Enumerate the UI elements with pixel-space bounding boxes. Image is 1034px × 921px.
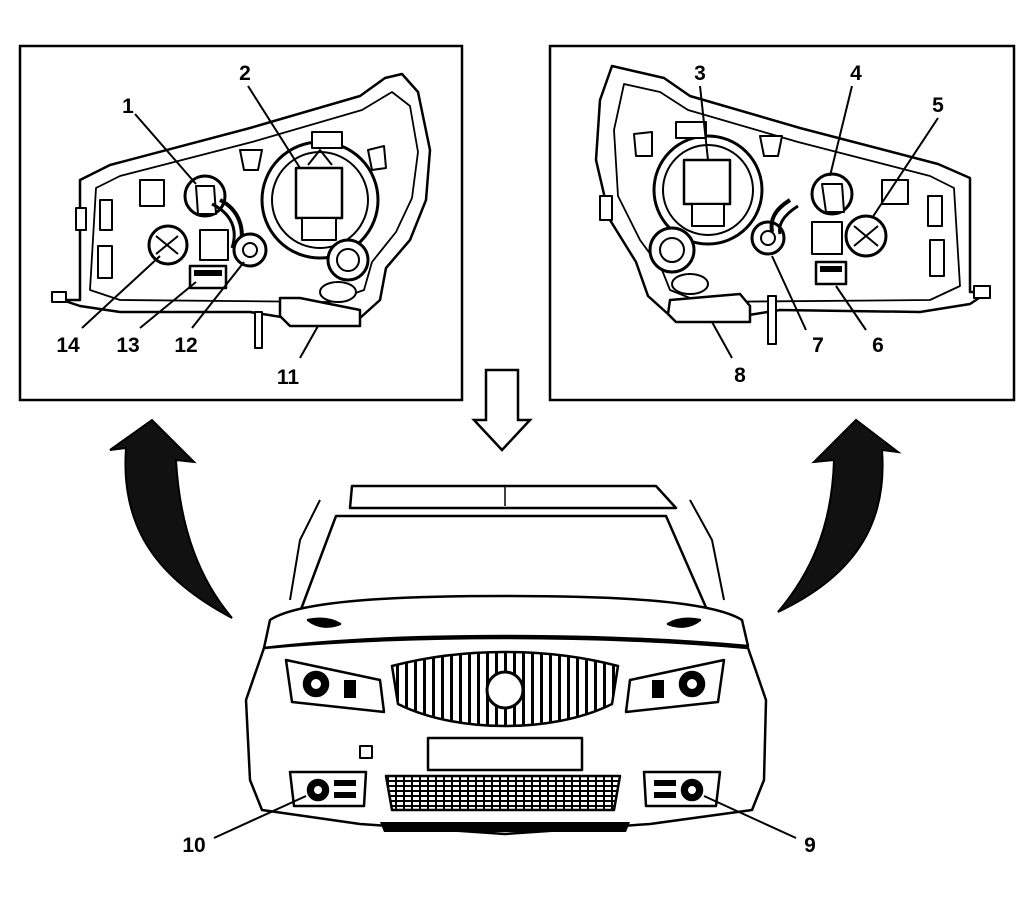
down-arrow-icon — [471, 368, 533, 452]
vehicle-front-view — [244, 484, 768, 836]
vehicle-roof — [348, 484, 678, 510]
callout-5: 5 — [932, 94, 944, 117]
left-main-bulb-base — [301, 217, 337, 241]
right-leader-lines — [699, 85, 939, 359]
left-main-bulb-connector — [294, 166, 344, 220]
right-headlamp-assembly — [594, 64, 991, 345]
left-detail-panel: 1 2 14 13 12 11 — [18, 44, 464, 402]
curved-arrow-left-icon — [109, 418, 233, 619]
right-main-bulb-connector — [682, 158, 732, 206]
lower-grille — [384, 774, 622, 812]
callout-7: 7 — [812, 334, 824, 357]
callout-11: 11 — [277, 366, 300, 389]
callout-3: 3 — [694, 62, 706, 85]
callout-14: 14 — [56, 334, 80, 357]
right-bracket-8 — [666, 292, 752, 324]
license-plate-area — [426, 736, 584, 772]
left-leader-lines — [81, 85, 319, 359]
brand-emblem — [485, 670, 525, 710]
vehicle-leader-lines — [213, 795, 797, 839]
callout-6: 6 — [872, 334, 884, 357]
right-detail-panel: 3 4 5 7 6 8 — [548, 44, 1016, 402]
curved-arrow-right-icon — [777, 418, 902, 613]
right-headlamp — [624, 658, 726, 714]
left-module-13 — [188, 264, 228, 290]
callout-9: 9 — [804, 834, 816, 857]
callout-10: 10 — [182, 834, 205, 857]
left-bracket-11 — [278, 296, 362, 328]
callout-2: 2 — [239, 62, 251, 85]
vehicle-hood — [262, 594, 750, 650]
callout-8: 8 — [734, 364, 746, 387]
callout-1: 1 — [122, 95, 134, 118]
callout-13: 13 — [116, 334, 139, 357]
right-module-6 — [814, 260, 848, 286]
callout-4: 4 — [850, 62, 862, 85]
left-headlamp-assembly — [51, 72, 432, 349]
view-arrows — [109, 368, 902, 619]
callout-12: 12 — [174, 334, 197, 357]
